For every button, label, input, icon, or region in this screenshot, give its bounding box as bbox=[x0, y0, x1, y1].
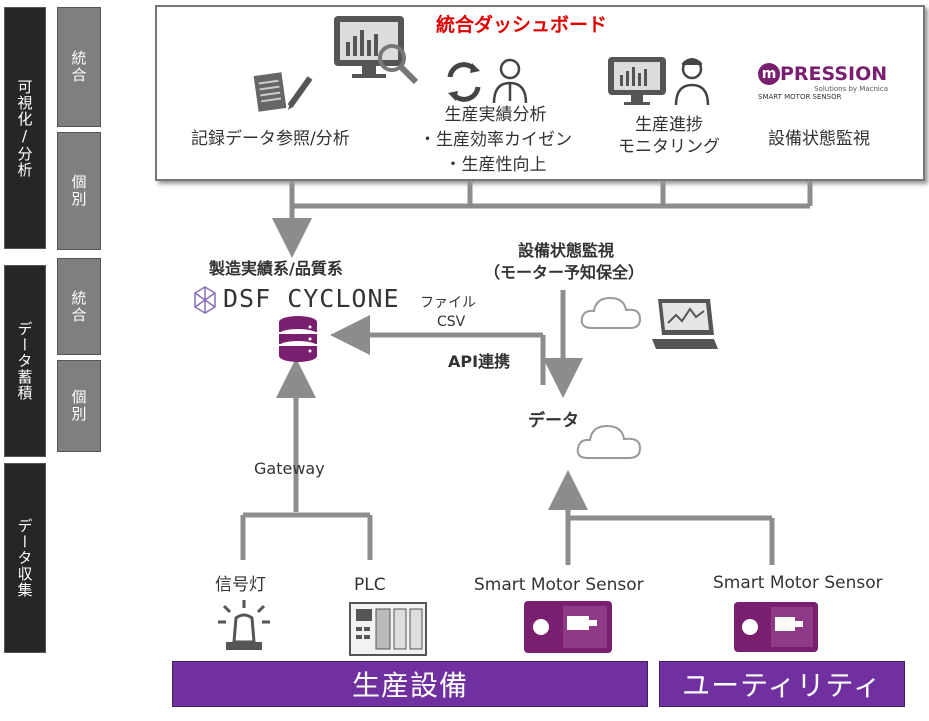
plc-icon bbox=[349, 602, 427, 656]
cloud-icon bbox=[580, 296, 642, 329]
sublabel-integrated-accumulation-text: 統合 bbox=[69, 289, 88, 324]
production-line-3: ・生産性向上 bbox=[444, 155, 547, 175]
database-icon bbox=[279, 316, 317, 362]
progress-line-1: 生産進捗 bbox=[635, 115, 703, 135]
dashboard-item-progress: 生産進捗 モニタリング bbox=[618, 114, 720, 158]
data-label: データ bbox=[528, 411, 579, 431]
mfg-quality-title: 製造実績系/品質系 bbox=[209, 259, 343, 278]
document-pen-icon bbox=[253, 72, 313, 112]
plc-label: PLC bbox=[354, 575, 386, 595]
dsf-logo-icon bbox=[194, 286, 216, 314]
sensor-label-2: Smart Motor Sensor bbox=[713, 573, 883, 593]
mpression-sub: Solutions by Macnica bbox=[814, 85, 888, 93]
utility-text: ユーティリティ bbox=[682, 669, 882, 702]
equipment-monitor-title-2: （モーター予知保全） bbox=[484, 263, 645, 282]
signal-light-icon bbox=[218, 600, 270, 650]
equipment-monitor-title-1: 設備状態監視 bbox=[518, 241, 615, 260]
layer-label-visualization-text: 可視化/分析 bbox=[15, 78, 34, 178]
csv-label: CSV bbox=[437, 314, 466, 330]
laptop-icon bbox=[652, 299, 718, 349]
dashboard-item-records: 記録データ参照/分析 bbox=[191, 129, 350, 149]
smart-motor-sensor-icon-1 bbox=[524, 601, 612, 653]
progress-monitor-icon bbox=[608, 57, 710, 106]
sublabel-individual-accumulation-text: 個別 bbox=[69, 389, 88, 423]
dsf-cyclone-logo: DSF CYCLONE bbox=[223, 284, 400, 313]
dashboard-item-equipment: 設備状態監視 bbox=[768, 129, 870, 149]
improvement-cycle-icon bbox=[447, 58, 528, 104]
production-equipment-text: 生産設備 bbox=[351, 669, 468, 702]
data-cloud-icon bbox=[576, 424, 642, 459]
progress-line-2: モニタリング bbox=[618, 137, 720, 157]
api-label: API連携 bbox=[448, 352, 511, 371]
layer-label-accumulation: データ蓄積 bbox=[4, 265, 46, 457]
dashboard-title: 統合ダッシュボード bbox=[436, 14, 608, 36]
sublabel-individual-accumulation: 個別 bbox=[57, 360, 101, 452]
dashboard-monitor-icon bbox=[334, 16, 419, 85]
production-line-2: ・生産効率カイゼン bbox=[419, 130, 572, 150]
dashboard-item-production: 生産実績分析 ・生産効率カイゼン ・生産性向上 bbox=[419, 103, 572, 178]
sublabel-integrated-visualization: 統合 bbox=[57, 7, 101, 127]
production-equipment-bar: 生産設備 bbox=[172, 661, 648, 707]
file-label: ファイル bbox=[420, 295, 476, 311]
layer-label-collection: データ収集 bbox=[4, 463, 46, 653]
layer-label-collection-text: データ収集 bbox=[15, 518, 34, 598]
mpression-logo: m PRESSION Solutions by Macnica SMART MO… bbox=[758, 63, 898, 109]
sensor-label-1: Smart Motor Sensor bbox=[474, 575, 644, 595]
mpression-caption: SMART MOTOR SENSOR bbox=[758, 93, 842, 101]
sublabel-integrated-accumulation: 統合 bbox=[57, 258, 101, 355]
sublabel-integrated-visualization-text: 統合 bbox=[69, 50, 88, 84]
layer-label-accumulation-text: データ蓄積 bbox=[15, 321, 34, 401]
sublabel-individual-visualization: 個別 bbox=[57, 132, 101, 250]
production-line-1: 生産実績分析 bbox=[444, 105, 547, 125]
utility-bar: ユーティリティ bbox=[659, 661, 905, 707]
signal-light-label: 信号灯 bbox=[215, 575, 266, 595]
layer-label-visualization: 可視化/分析 bbox=[4, 7, 46, 249]
smart-motor-sensor-icon-2 bbox=[734, 602, 818, 652]
sublabel-individual-visualization-text: 個別 bbox=[69, 174, 88, 208]
mpression-mark-icon: m bbox=[758, 63, 780, 85]
gateway-label: Gateway bbox=[254, 459, 325, 478]
mpression-logo-text: PRESSION bbox=[780, 63, 888, 85]
